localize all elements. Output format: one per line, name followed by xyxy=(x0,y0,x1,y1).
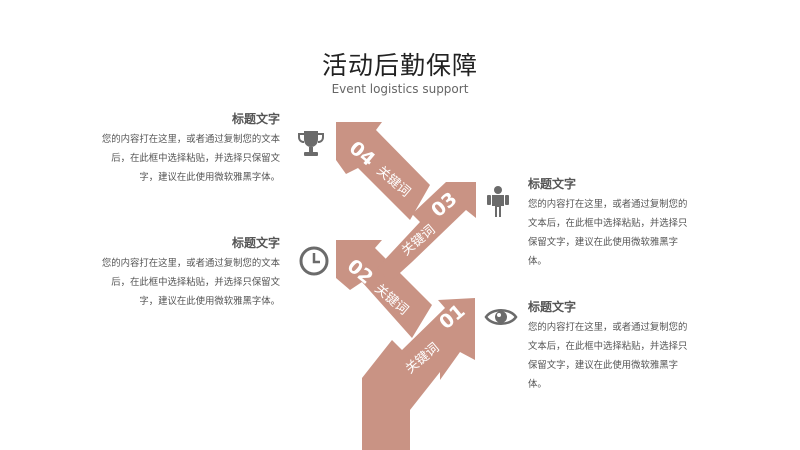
block-title: 标题文字 xyxy=(231,236,280,250)
block-body: 您的内容打在这里，或者通过复制您的文本后，在此框中选择粘贴，并选择只保留文字，建… xyxy=(528,199,688,267)
text-block-top-left: 标题文字 您的内容打在这里，或者通过复制您的文本后，在此框中选择粘贴，并选择只保… xyxy=(98,110,280,187)
trophy-icon xyxy=(294,126,328,160)
arrow-01-shape xyxy=(362,298,475,450)
person-icon xyxy=(481,184,515,218)
clock-icon xyxy=(297,244,331,278)
text-block-top-right: 标题文字 您的内容打在这里，或者通过复制您的文本后，在此框中选择粘贴，并选择只保… xyxy=(528,175,692,271)
text-block-mid-left: 标题文字 您的内容打在这里，或者通过复制您的文本后，在此框中选择粘贴，并选择只保… xyxy=(98,234,280,311)
eye-icon xyxy=(484,300,518,334)
text-block-bottom-right: 标题文字 您的内容打在这里，或者通过复制您的文本后，在此框中选择粘贴，并选择只保… xyxy=(528,298,692,394)
block-body: 您的内容打在这里，或者通过复制您的文本后，在此框中选择粘贴，并选择只保留文字，建… xyxy=(528,322,688,390)
block-title: 标题文字 xyxy=(528,300,577,314)
block-body: 您的内容打在这里，或者通过复制您的文本后，在此框中选择粘贴，并选择只保留文字，建… xyxy=(101,258,280,307)
block-body: 您的内容打在这里，或者通过复制您的文本后，在此框中选择粘贴，并选择只保留文字，建… xyxy=(101,134,280,183)
arrow-02-shape xyxy=(336,240,432,338)
page-title: 活动后勤保障 xyxy=(321,51,478,80)
page-subtitle: Event logistics support xyxy=(331,82,469,96)
block-title: 标题文字 xyxy=(528,177,577,191)
block-title: 标题文字 xyxy=(231,112,280,126)
arrow-03-shape xyxy=(377,182,476,282)
arrow-04-shape xyxy=(336,122,430,220)
